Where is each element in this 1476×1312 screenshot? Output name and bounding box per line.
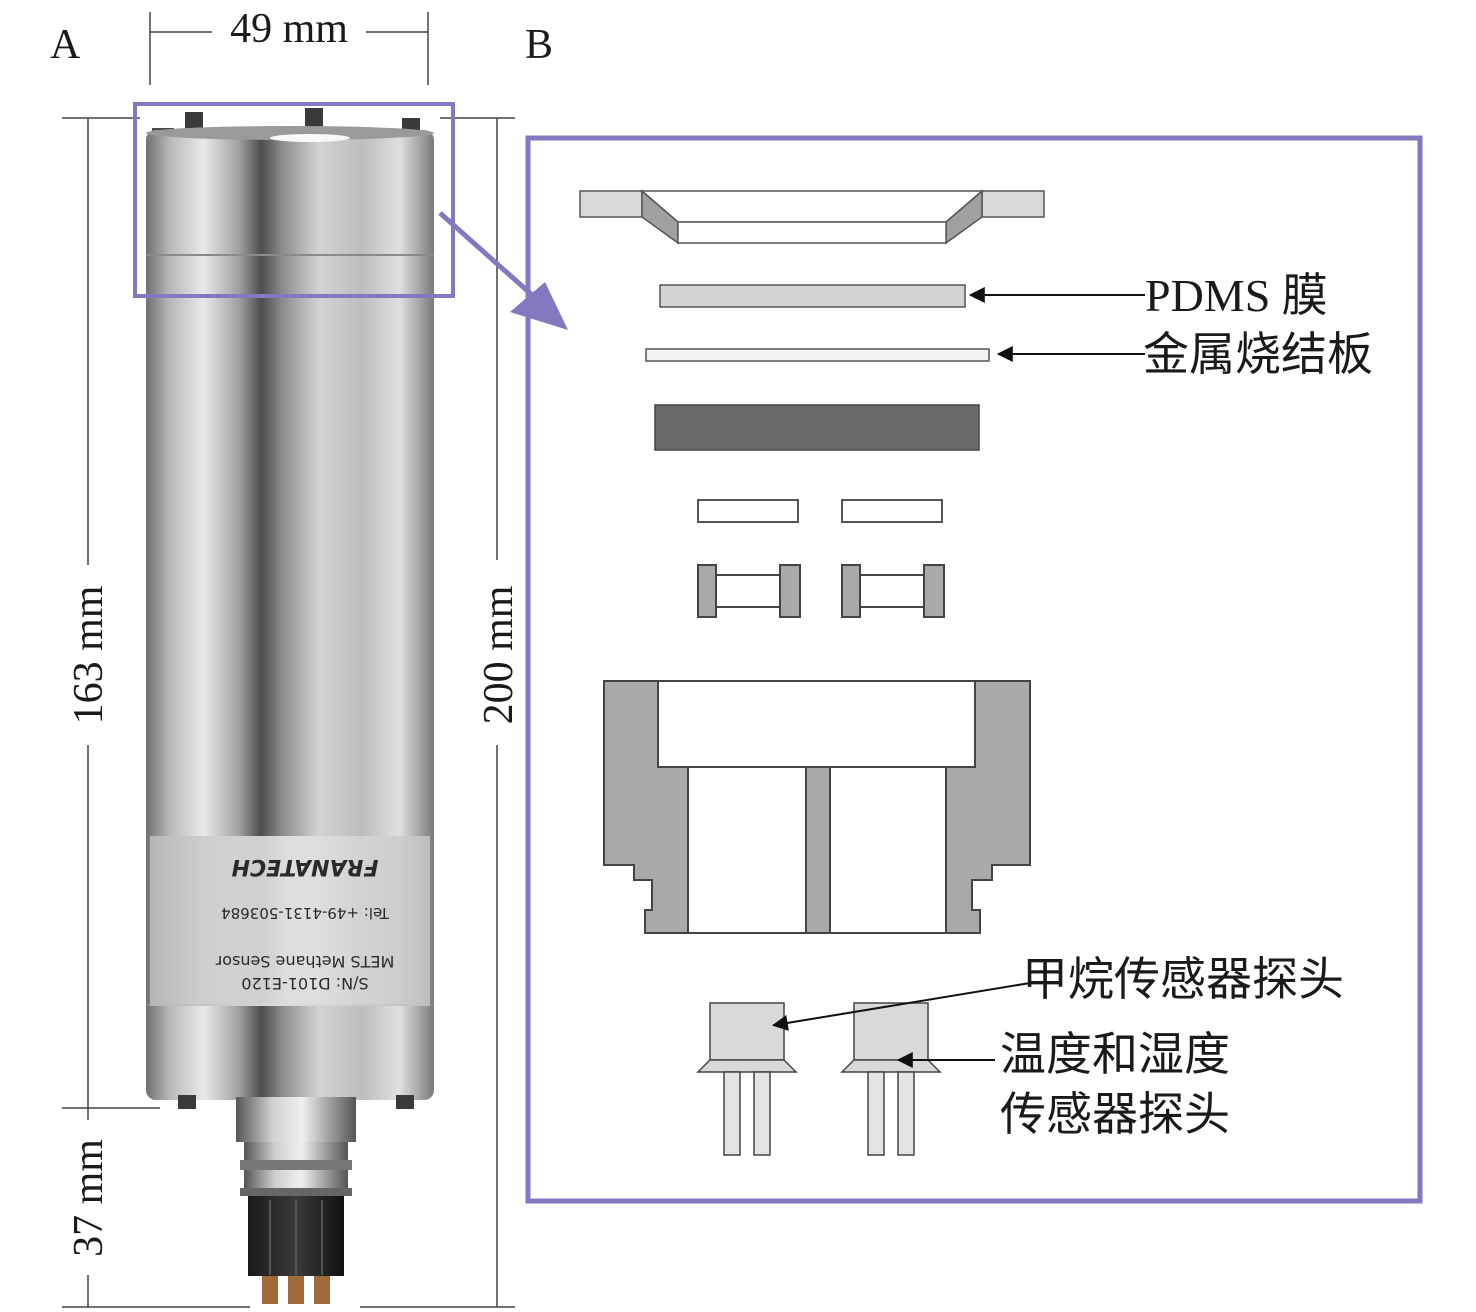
sensor-label-text: S/N: D101-E120 METS Methane Sensor Tel: … xyxy=(215,854,394,993)
panel-b: B xyxy=(525,22,1423,1204)
temp-humidity-probe xyxy=(840,1002,942,1156)
pdms-label: PDMS 膜 xyxy=(1145,270,1328,321)
methane-probe xyxy=(696,1002,798,1156)
sensor-holder-left xyxy=(697,564,801,618)
methane-probe-label: 甲烷传感器探头 xyxy=(1022,954,1344,1005)
panel-a-label: A xyxy=(50,22,81,68)
left-dimension-lines xyxy=(62,117,250,1308)
width-dimension-label: 49 mm xyxy=(230,6,348,52)
spacer-left xyxy=(697,499,799,523)
sensor-photo: S/N: D101-E120 METS Methane Sensor Tel: … xyxy=(146,108,434,1304)
width-dimension xyxy=(149,12,429,85)
callout-lines xyxy=(771,287,1145,1068)
top-cap xyxy=(579,189,1045,245)
th-probe-label-line1: 温度和湿度 xyxy=(1000,1029,1230,1080)
sintered-plate xyxy=(645,348,990,362)
zoom-arrow xyxy=(438,211,568,330)
sensor-brand: FRANATECH xyxy=(232,854,379,879)
pdms-membrane xyxy=(659,284,966,308)
sensor-product: METS Methane Sensor xyxy=(215,952,394,971)
base-housing xyxy=(603,680,1031,934)
sensor-holder-right xyxy=(841,564,945,618)
sensor-serial: S/N: D101-E120 xyxy=(241,974,368,993)
panel-b-label: B xyxy=(525,22,553,68)
connector-height-label: 37 mm xyxy=(66,1139,112,1257)
th-probe-label-line2: 传感器探头 xyxy=(1000,1089,1230,1140)
sensor-phone: Tel: +49-4131-503684 xyxy=(221,904,390,922)
highlight-box xyxy=(133,102,455,298)
support-block xyxy=(654,404,980,451)
total-height-label: 200 mm xyxy=(476,585,522,724)
exploded-view-frame xyxy=(525,135,1423,1204)
body-height-label: 163 mm xyxy=(66,585,112,724)
sinter-plate-label: 金属烧结板 xyxy=(1143,329,1373,380)
panel-a: A 49 mm 163 mm 37 mm 200 mm xyxy=(50,6,522,1308)
spacer-right xyxy=(841,499,943,523)
